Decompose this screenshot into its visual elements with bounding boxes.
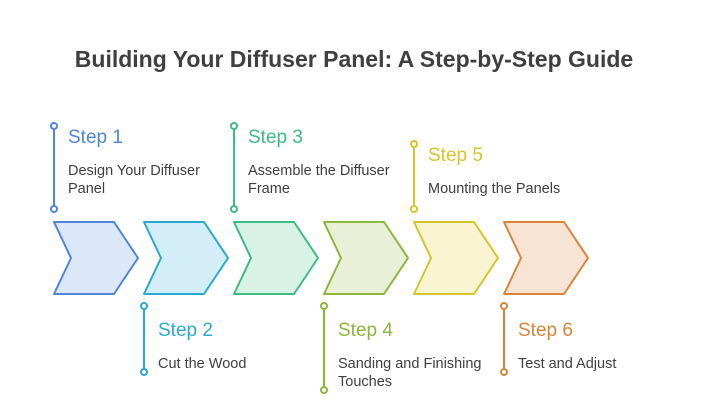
step-2-description: Cut the Wood [158,356,247,372]
step-6-connector-dot [500,368,508,376]
step-4-group [320,221,409,394]
step-1-group [50,122,139,295]
step-6-group [500,221,589,376]
step-4-connector-dot [320,386,328,394]
step-6-connector-dot [500,302,508,310]
step-2-connector-dot [140,368,148,376]
step-2-title: Step 2 [158,320,213,341]
step-5-group [410,140,499,295]
step-1-connector-dot [50,205,58,213]
step-5-connector-dot [410,205,418,213]
step-6-title: Step 6 [518,320,573,341]
step-6-chevron [503,221,589,295]
step-5-title: Step 5 [428,145,483,166]
step-1-chevron [53,221,139,295]
step-3-chevron [233,221,319,295]
step-5-connector-dot [410,140,418,148]
step-4-chevron [323,221,409,295]
step-3-group [230,122,319,295]
step-4-title: Step 4 [338,320,393,341]
step-5-description: Mounting the Panels [428,181,561,197]
step-1-title: Step 1 [68,127,123,148]
step-2-group [140,221,229,376]
step-3-connector-dot [230,122,238,130]
step-6-description: Test and Adjust [518,356,617,372]
step-3-connector-dot [230,205,238,213]
step-2-connector-dot [140,302,148,310]
step-3-description: Assemble the Diffuser Frame [248,163,390,197]
step-2-chevron [143,221,229,295]
diagram-title: Building Your Diffuser Panel: A Step-by-… [74,46,634,72]
step-1-description: Design Your Diffuser Panel [68,163,200,197]
step-1-connector-dot [50,122,58,130]
step-3-title: Step 3 [248,127,303,148]
step-4-connector-dot [320,302,328,310]
step-5-chevron [413,221,499,295]
step-4-description: Sanding and Finishing Touches [338,356,482,390]
